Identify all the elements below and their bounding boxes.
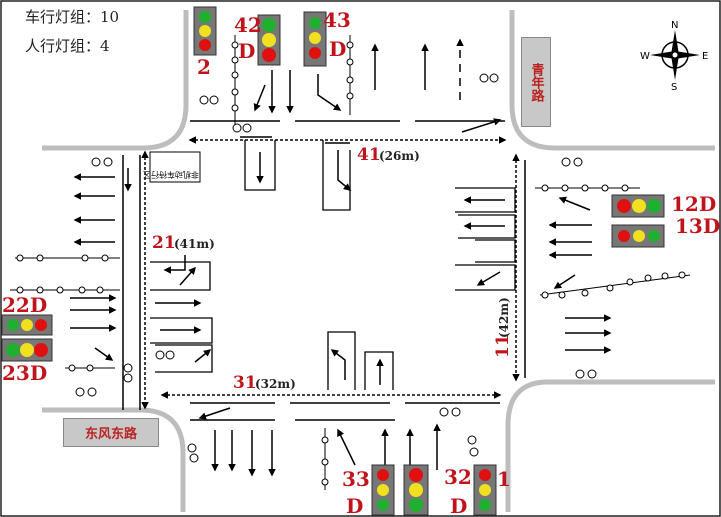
crosswalk-11-id: 11 — [493, 334, 513, 358]
label-42d: D — [238, 39, 255, 63]
road-edges — [42, 10, 715, 512]
label-43: 43 — [323, 8, 351, 32]
crosswalk-11-length: (42m) — [497, 297, 511, 338]
compass: N S W E — [640, 20, 708, 93]
compass-n: N — [671, 20, 678, 31]
signal-22d — [1, 314, 53, 336]
road-sign-qingnian: 青年路 — [521, 37, 551, 127]
road-sign-dongfeng: 东风东路 — [63, 418, 159, 447]
signal-2 — [193, 6, 217, 56]
crosswalk-41-length: (26m) — [379, 149, 420, 163]
signal-13d — [611, 224, 665, 248]
crosswalk-31-length: (32m) — [255, 377, 296, 391]
label-42: 42 — [234, 13, 262, 37]
crosswalk-21-length: (41m) — [174, 237, 215, 251]
pedestrian-group-count: 人行灯组：4 — [25, 37, 110, 55]
compass-s: S — [671, 82, 677, 93]
crosswalk-41-id: 41 — [357, 145, 381, 165]
compass-w: W — [640, 51, 650, 62]
label-33d: D — [346, 494, 363, 517]
nonmotor-zone-text: 非机动车待行区 — [143, 170, 199, 180]
crosswalk-21-id: 21 — [152, 233, 176, 253]
label-32d: D — [450, 494, 467, 517]
signal-43 — [303, 11, 327, 67]
label-22d: 22D — [2, 293, 47, 317]
label-43d: D — [329, 37, 346, 61]
label-23d: 23D — [2, 361, 47, 385]
compass-e: E — [702, 51, 708, 62]
signal-23d — [1, 338, 53, 362]
nonmotor-zone — [149, 151, 201, 183]
label-33: 33 — [342, 467, 370, 491]
label-12d: 12D — [671, 192, 716, 216]
signal-heads — [1, 6, 665, 516]
signal-33 — [371, 464, 395, 516]
signal-32 — [473, 464, 497, 516]
label-13d: 13D — [675, 214, 720, 238]
signal-12d — [611, 194, 665, 218]
signal-42 — [257, 14, 281, 66]
label-32: 32 — [444, 465, 472, 489]
label-1: 1 — [497, 467, 511, 491]
label-2: 2 — [197, 55, 211, 79]
signal-straight-south — [403, 464, 429, 516]
vehicle-group-count: 车行灯组：10 — [25, 8, 120, 26]
crosswalk-31-id: 31 — [233, 373, 257, 393]
